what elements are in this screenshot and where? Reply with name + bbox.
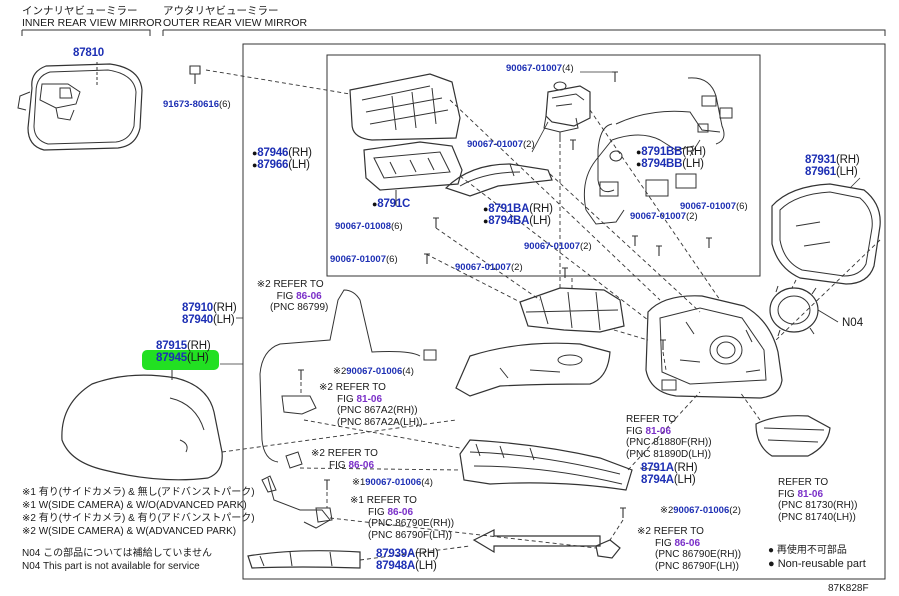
legend-non-reusable-jp: ● 再使用不可部品 bbox=[768, 545, 847, 556]
footnote-2-jp: ※2 有り(サイドカメラ) & 有り(アドバンストパーク) bbox=[22, 513, 255, 524]
part-87939a[interactable]: 87939A(RH) bbox=[376, 548, 439, 560]
part-90067-01007-b2[interactable]: 90067-01007(2) bbox=[455, 262, 523, 273]
refer-86-06-a[interactable]: ※2 REFER TO FIG 86-06 bbox=[311, 448, 378, 471]
part-87946[interactable]: ●87946(RH) bbox=[252, 147, 312, 159]
turn-signal-drawing bbox=[459, 439, 633, 491]
holder-plate-drawing bbox=[349, 73, 463, 206]
outer-mirror-header-jp: アウタリヤビューミラー bbox=[163, 5, 279, 17]
refer-86799[interactable]: ※2 REFER TO FIG 86-06 (PNC 86799) bbox=[256, 279, 329, 313]
mirror-base-drawing bbox=[455, 287, 625, 397]
part-87945[interactable]: 87945(LH) bbox=[156, 352, 209, 364]
mirror-cover-drawing bbox=[61, 368, 223, 481]
footnote-2-en: ※2 W(SIDE CAMERA) & W(ADVANCED PARK) bbox=[22, 526, 237, 537]
legend-dot-icon: ● bbox=[768, 545, 777, 556]
part-8791ba[interactable]: ●8791BA(RH) bbox=[483, 203, 553, 215]
refer-86790e-right[interactable]: ※2 REFER TO FIG 86-06 (PNC 86790E(RH)) (… bbox=[637, 526, 742, 572]
part-8791a[interactable]: 8791A(RH) bbox=[641, 462, 698, 474]
actuator-drawing bbox=[543, 81, 591, 142]
part-90067-01008[interactable]: 90067-01008(6) bbox=[335, 221, 403, 232]
part-87910[interactable]: 87910(RH) bbox=[182, 302, 237, 314]
mirror-glass-drawing bbox=[771, 183, 881, 285]
part-90067-01006-c[interactable]: ※290067-01006(2) bbox=[660, 505, 741, 516]
refer-81730[interactable]: REFER TO FIG 81-06 (PNC 81730(RH)) (PNC … bbox=[778, 477, 858, 523]
part-90067-01007-r1[interactable]: 90067-01007(2) bbox=[630, 211, 698, 222]
part-90067-01006-a[interactable]: ※290067-01006(4) bbox=[333, 366, 414, 377]
part-8794bb[interactable]: ●8794BB(LH) bbox=[636, 158, 704, 170]
outer-mirror-header-en: OUTER REAR VIEW MIRROR bbox=[163, 17, 308, 29]
part-91673-80616[interactable]: 91673-80616(6) bbox=[163, 99, 231, 110]
harness-drawing bbox=[583, 77, 733, 225]
part-8794ba[interactable]: ●8794BA(LH) bbox=[483, 215, 551, 227]
footnote-1-jp: ※1 有り(サイドカメラ) & 無し(アドバンストパーク) bbox=[22, 487, 255, 498]
refer-81880f[interactable]: REFER TO FIG 81-06 (PNC 81880F(RH)) (PNC… bbox=[626, 414, 712, 460]
part-87961[interactable]: 87961(LH) bbox=[805, 166, 858, 178]
inner-mirror-header-jp: インナリヤビューミラー bbox=[22, 5, 138, 17]
part-8791bb[interactable]: ●8791BB(RH) bbox=[636, 146, 706, 158]
footnote-1-en: ※1 W(SIDE CAMERA) & W/O(ADVANCED PARK) bbox=[22, 500, 247, 511]
diagram-code: 87K828F bbox=[828, 583, 869, 594]
inner-mirror-header-en: INNER REAR VIEW MIRROR bbox=[22, 17, 163, 29]
footnote-n04-en: N04 This part is not available for servi… bbox=[22, 561, 200, 572]
part-90067-01007-a[interactable]: 90067-01007(6) bbox=[330, 254, 398, 265]
camera-cable-drawing bbox=[259, 289, 437, 529]
motor-n04-drawing bbox=[769, 285, 839, 337]
part-8791c[interactable]: ●8791C bbox=[372, 198, 411, 210]
part-8794a[interactable]: 8794A(LH) bbox=[641, 474, 696, 486]
camera-cover-drawing bbox=[755, 415, 831, 457]
part-n04[interactable]: N04 bbox=[842, 317, 864, 329]
part-90067-01006-b[interactable]: ※190067-01006(4) bbox=[352, 477, 433, 488]
part-90067-01007-b1[interactable]: 90067-01007(2) bbox=[524, 241, 592, 252]
part-90067-01007-mid[interactable]: 90067-01007(2) bbox=[467, 139, 535, 150]
inner-mirror-drawing bbox=[17, 62, 143, 151]
part-87915[interactable]: 87915(RH) bbox=[156, 340, 211, 352]
part-87966[interactable]: ●87966(LH) bbox=[252, 159, 310, 171]
part-87948a[interactable]: 87948A(LH) bbox=[376, 560, 437, 572]
part-87810[interactable]: 87810 bbox=[73, 47, 104, 59]
legend-non-reusable-en: ● Non-reusable part bbox=[768, 558, 866, 570]
part-90067-01007-r2[interactable]: 90067-01007(6) bbox=[680, 201, 748, 212]
part-87940[interactable]: 87940(LH) bbox=[182, 314, 235, 326]
legend-dot-icon: ● bbox=[768, 558, 778, 570]
refer-867a2[interactable]: ※2 REFER TO FIG 81-06 (PNC 867A2(RH)) (P… bbox=[319, 382, 423, 428]
part-90067-01007-top[interactable]: 90067-01007(4) bbox=[506, 63, 574, 74]
part-87931[interactable]: 87931(RH) bbox=[805, 154, 860, 166]
footnote-n04-jp: N04 この部品については補給していません bbox=[22, 548, 213, 559]
refer-86790e-left[interactable]: ※1 REFER TO FIG 86-06 (PNC 86790E(RH)) (… bbox=[350, 495, 455, 541]
highlight-87945 bbox=[142, 350, 219, 370]
mirror-housing-drawing bbox=[645, 295, 783, 399]
